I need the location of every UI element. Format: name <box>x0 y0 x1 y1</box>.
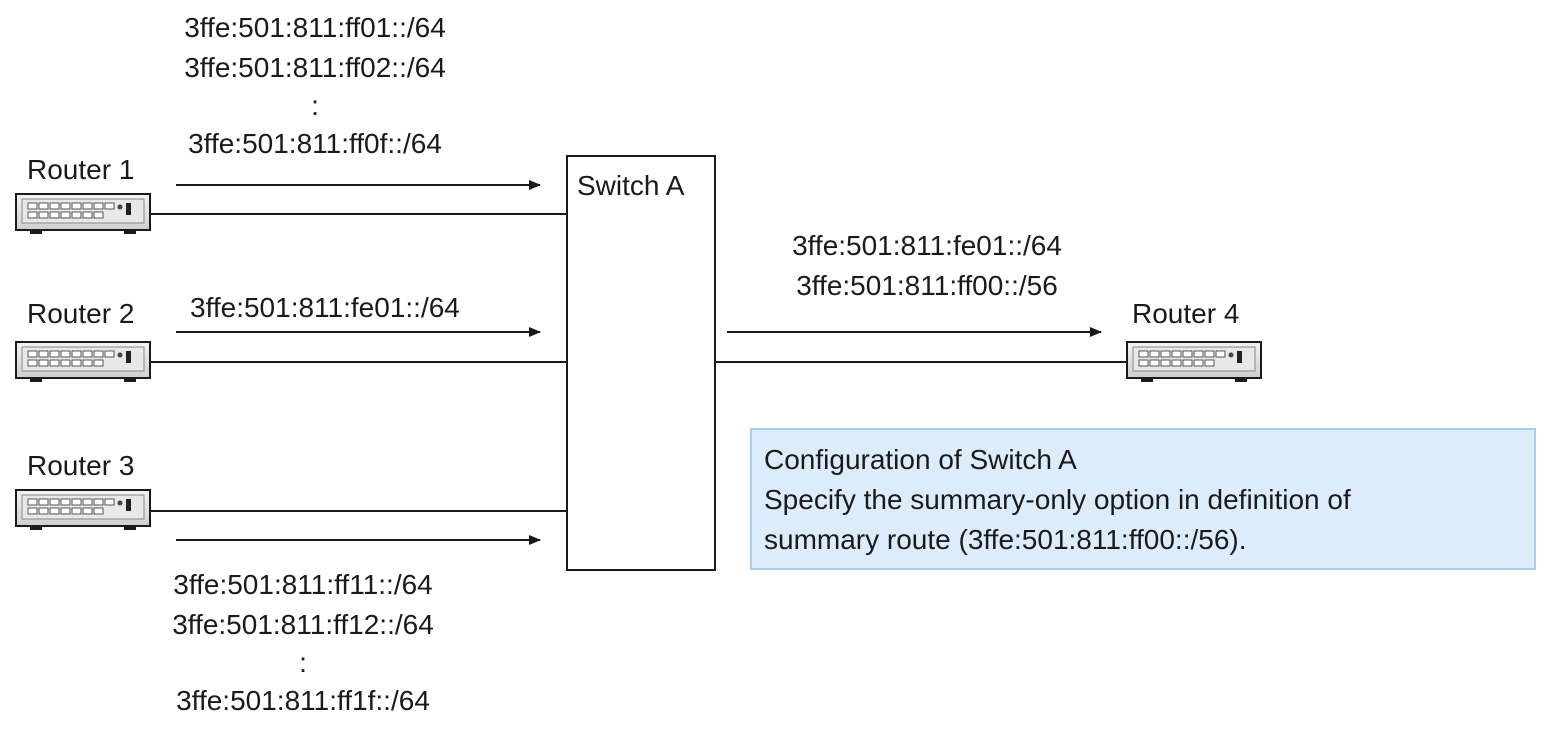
switch-a-label: Switch A <box>577 170 685 201</box>
router3-route-3: 3ffe:501:811:ff1f::/64 <box>176 685 430 716</box>
router1-device-icon <box>15 193 151 235</box>
note-line-3: summary route (3ffe:501:811:ff00::/56). <box>764 524 1247 555</box>
router2-device-icon <box>15 341 151 383</box>
switch-out-route-2: 3ffe:501:811:ff00::/56 <box>796 270 1058 301</box>
router3-route-list: 3ffe:501:811:ff11::/64 3ffe:501:811:ff12… <box>138 565 468 721</box>
router4-device-icon <box>1126 341 1262 383</box>
router1-route-3: 3ffe:501:811:ff0f::/64 <box>188 128 442 159</box>
note-line-2: Specify the summary-only option in defin… <box>764 484 1351 515</box>
router2-label: Router 2 <box>27 298 135 329</box>
note-title: Configuration of Switch A <box>764 444 1077 475</box>
switch-out-route-list: 3ffe:501:811:fe01::/64 3ffe:501:811:ff00… <box>762 226 1092 306</box>
switch-out-route-1: 3ffe:501:811:fe01::/64 <box>792 230 1062 261</box>
router4-label: Router 4 <box>1132 298 1240 329</box>
router3-label: Router 3 <box>27 450 135 481</box>
router2-route: 3ffe:501:811:fe01::/64 <box>190 292 460 323</box>
router1-route-1: 3ffe:501:811:ff01::/64 <box>184 12 446 43</box>
router3-route-2: 3ffe:501:811:ff12::/64 <box>172 609 434 640</box>
router3-route-1: 3ffe:501:811:ff11::/64 <box>173 569 433 600</box>
router1-label: Router 1 <box>27 154 135 185</box>
router1-route-list: 3ffe:501:811:ff01::/64 3ffe:501:811:ff02… <box>150 8 480 164</box>
router3-route-ellipsis: : <box>299 647 307 678</box>
router1-route-2: 3ffe:501:811:ff02::/64 <box>184 52 446 83</box>
switch-a-box <box>566 155 716 571</box>
router1-route-ellipsis: : <box>311 90 319 121</box>
configuration-note: Configuration of Switch A Specify the su… <box>750 428 1536 570</box>
router3-device-icon <box>15 489 151 531</box>
